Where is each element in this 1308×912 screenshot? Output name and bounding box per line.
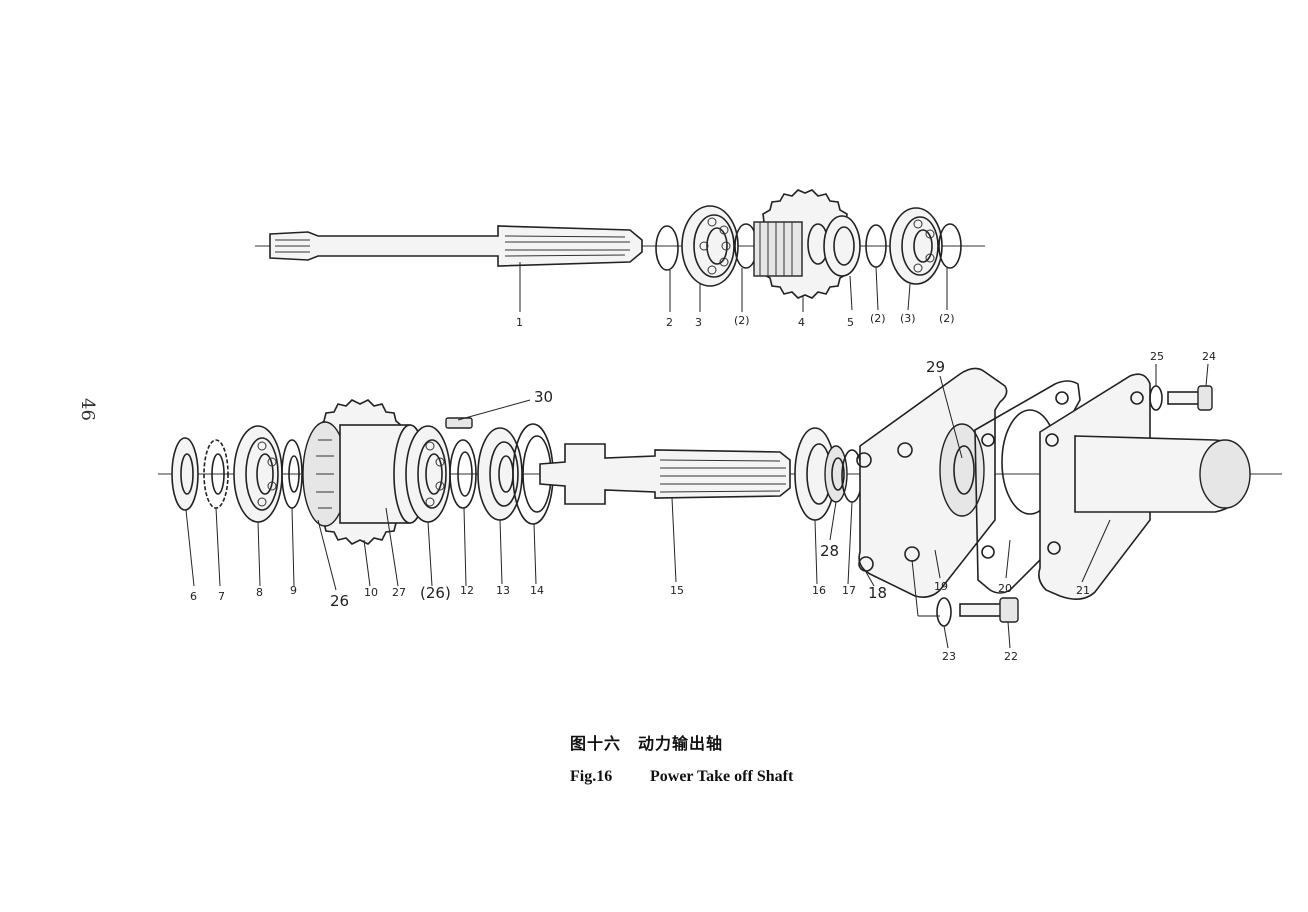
snap-ring-part-6: [171, 437, 199, 511]
callout-2a: (2): [734, 314, 750, 327]
bolt-part-24: [1167, 385, 1213, 411]
callout-1: 1: [516, 316, 523, 329]
callout-29: 29: [926, 358, 945, 376]
bearing-part-3: [681, 205, 739, 287]
shaft-part-15: [539, 443, 791, 505]
key-part-30: [445, 417, 473, 429]
callout-21: 21: [1076, 584, 1090, 597]
caption-english: Fig.16 Power Take off Shaft: [570, 768, 793, 786]
callout-7: 7: [218, 590, 225, 603]
callout-4: 4: [798, 316, 805, 329]
figure-title: Power Take off Shaft: [650, 768, 794, 785]
ring-part-12: [449, 439, 477, 509]
callout-2: 2: [666, 316, 673, 329]
bolt-part-22: [959, 597, 1019, 623]
callout-26b: (26): [420, 584, 451, 602]
callout-3b: (3): [900, 312, 916, 325]
upper-assembly: 1 2 3 (2) 4 5 (2) (3) (2): [255, 189, 985, 329]
callout-14: 14: [530, 584, 544, 597]
callout-16: 16: [812, 584, 826, 597]
callout-25: 25: [1150, 350, 1164, 363]
lower-assembly: 6 7 8 9 26 10 27 (26) 12 13 14 15 16 28 …: [158, 350, 1282, 663]
callout-12: 12: [460, 584, 474, 597]
figure-number: Fig.16: [570, 768, 613, 785]
page-number: 46: [77, 398, 98, 421]
bearing-part-13: [477, 427, 523, 521]
callout-28: 28: [820, 542, 839, 560]
washer-part-25: [1149, 385, 1163, 411]
callout-18: 18: [868, 584, 887, 602]
callout-26: 26: [330, 592, 349, 610]
housing-part-21: [1038, 373, 1251, 600]
flange-plate-part-19: [856, 367, 1008, 598]
bearing-part-8: [233, 425, 283, 523]
bearing-part-26: [405, 425, 451, 523]
callout-15: 15: [670, 584, 684, 597]
callout-2c: (2): [939, 312, 955, 325]
spacer-part-5: [823, 215, 861, 277]
callout-3: 3: [695, 316, 702, 329]
snap-ring-part-2: [655, 225, 679, 271]
callout-23: 23: [942, 650, 956, 663]
callout-6: 6: [190, 590, 197, 603]
caption-chinese: 图十六 动力输出轴: [570, 734, 724, 753]
seal-part-28: [824, 445, 848, 503]
callout-8: 8: [256, 586, 263, 599]
callout-13: 13: [496, 584, 510, 597]
callout-20: 20: [998, 582, 1012, 595]
callout-5: 5: [847, 316, 854, 329]
bearing-part-3-repeat: [889, 207, 943, 285]
washer-part-23: [936, 597, 952, 627]
callout-9: 9: [290, 584, 297, 597]
callout-2b: (2): [870, 312, 886, 325]
callout-30: 30: [534, 388, 553, 406]
callout-10: 10: [364, 586, 378, 599]
snap-ring-part-2-third: [938, 223, 962, 269]
callout-27: 27: [392, 586, 406, 599]
callout-22: 22: [1004, 650, 1018, 663]
shaft-part-1: [269, 225, 643, 267]
callout-19: 19: [934, 580, 948, 593]
callout-17: 17: [842, 584, 856, 597]
callout-24: 24: [1202, 350, 1216, 363]
